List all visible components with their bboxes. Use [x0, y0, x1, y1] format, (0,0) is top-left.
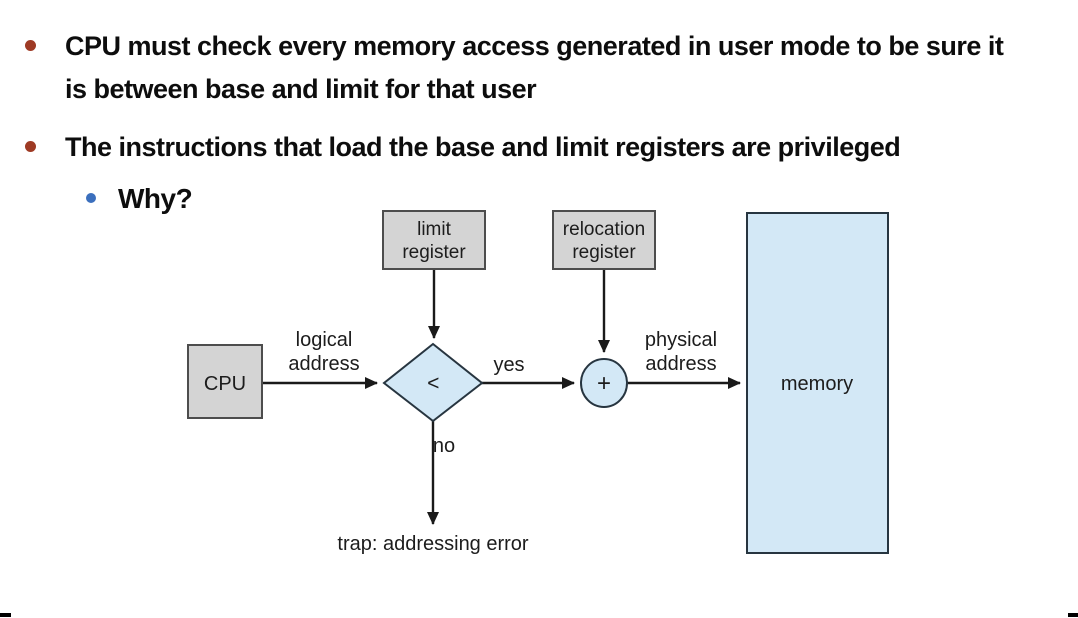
logical-address-label-line2: address — [288, 353, 359, 375]
bullet-text-2: The instructions that load the base and … — [65, 132, 901, 162]
relocation-register-box — [552, 210, 656, 270]
trap-label: trap: addressing error — [337, 533, 529, 555]
adder-circle — [580, 358, 628, 408]
sub-bullet-why: Why? — [118, 183, 193, 214]
bullet-dot-1 — [25, 40, 36, 51]
bottom-bar-right — [1068, 613, 1078, 617]
adder-symbol: + — [597, 370, 611, 397]
relocation-register-label-line2: register — [572, 242, 636, 263]
bullet-text-1: CPU must check every memory access gener… — [65, 31, 1004, 104]
yes-label: yes — [493, 354, 524, 376]
comparator-symbol: < — [427, 372, 439, 395]
no-label: no — [433, 435, 455, 457]
memory-box — [746, 212, 889, 554]
cpu-box — [187, 344, 263, 419]
limit-register-label-line2: register — [402, 242, 466, 263]
bottom-bar-left — [0, 613, 11, 617]
bullet-dot-2 — [25, 141, 36, 152]
physical-address-label-line2: address — [645, 353, 716, 375]
comparator-diamond — [382, 342, 484, 423]
limit-register-label-line1: limit — [417, 219, 451, 240]
sub-bullet-dot — [86, 193, 96, 203]
relocation-register-label-line1: relocation — [563, 219, 645, 240]
memory-label: memory — [781, 373, 853, 395]
limit-register-box — [382, 210, 486, 270]
physical-address-label-line1: physical — [645, 329, 717, 351]
logical-address-label-line1: logical — [296, 329, 353, 351]
cpu-label: CPU — [204, 373, 246, 395]
